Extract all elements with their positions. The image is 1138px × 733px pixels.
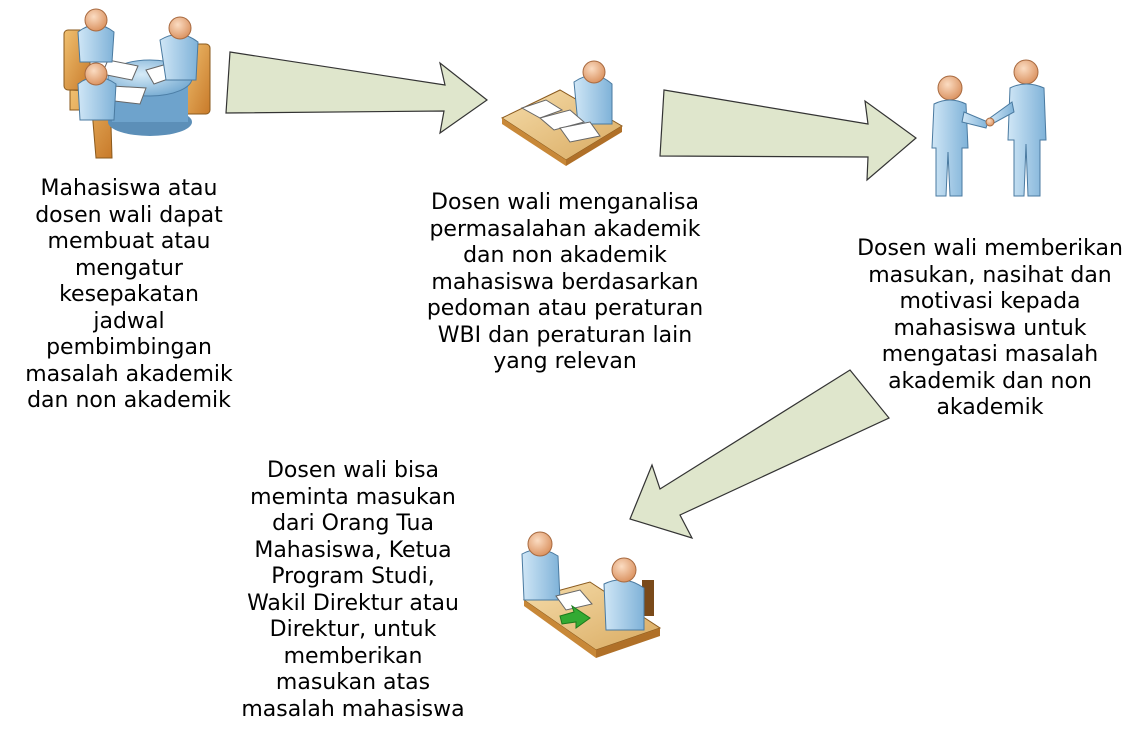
step-2-line: pedoman atau peraturan [426,296,704,321]
step-4-line: memberikan [283,643,423,669]
step-4-line: Program Studi, [271,564,435,589]
step-2-line: yang relevan [493,349,637,374]
step-3-line: masukan, nasihat dan [868,262,1112,288]
step-1-line: membuat atau [47,229,211,254]
step-3-text: Dosen wali memberikan masukan, nasihat d… [840,236,1138,422]
step-1-line: dosen wali dapat [35,202,223,228]
step-2-line: mahasiswa berdasarkan [431,269,699,295]
step-2-line: dan non akademik [463,243,667,268]
consultation-desk-icon [521,531,662,658]
flow-arrow-1 [225,51,489,135]
step-4-line: meminta masukan [250,484,456,510]
step-4-line: masukan atas [275,670,431,695]
step-3-line: Dosen wali memberikan [857,236,1123,261]
flow-arrow-2 [659,89,917,182]
step-3-line: akademik [936,395,1044,420]
step-3-line: mengatasi masalah [881,342,1099,367]
step-4-line: Dosen wali bisa [266,458,440,483]
step-1-line: pembimbingan [46,335,212,360]
meeting-table-icon [63,8,211,159]
step-2-line: WBI dan peraturan lain [437,322,693,348]
step-3-line: motivasi kepada [899,289,1081,314]
step-4-text: Dosen wali bisa meminta masukan dari Ora… [222,458,484,723]
step-4-line: dari Orang Tua [272,511,434,536]
handshake-icon [931,59,1047,197]
step-4-line: Mahasiswa, Ketua [254,537,452,563]
step-4-line: Wakil Direktur atau [247,590,459,616]
person-at-desk-icon [500,60,623,166]
step-1-line: mengatur [75,255,183,281]
flow-arrow-3 [629,369,890,539]
step-1-text: Mahasiswa atau dosen wali dapat membuat … [4,176,254,415]
step-4-line: Direktur, untuk [269,617,437,642]
step-2-line: Dosen wali menganalisa [431,190,699,215]
step-2-text: Dosen wali menganalisa permasalahan akad… [410,190,720,376]
step-1-line: kesepakatan [59,282,199,307]
step-1-line: dan non akademik [27,388,231,413]
step-1-line: Mahasiswa atau [40,176,218,201]
step-4-line: masalah mahasiswa [241,696,465,722]
step-3-line: mahasiswa untuk [893,315,1087,341]
step-1-line: jadwal [93,308,165,334]
step-3-line: akademik dan non [888,368,1092,394]
step-1-line: masalah akademik [25,361,233,387]
step-2-line: permasalahan akademik [429,216,701,242]
